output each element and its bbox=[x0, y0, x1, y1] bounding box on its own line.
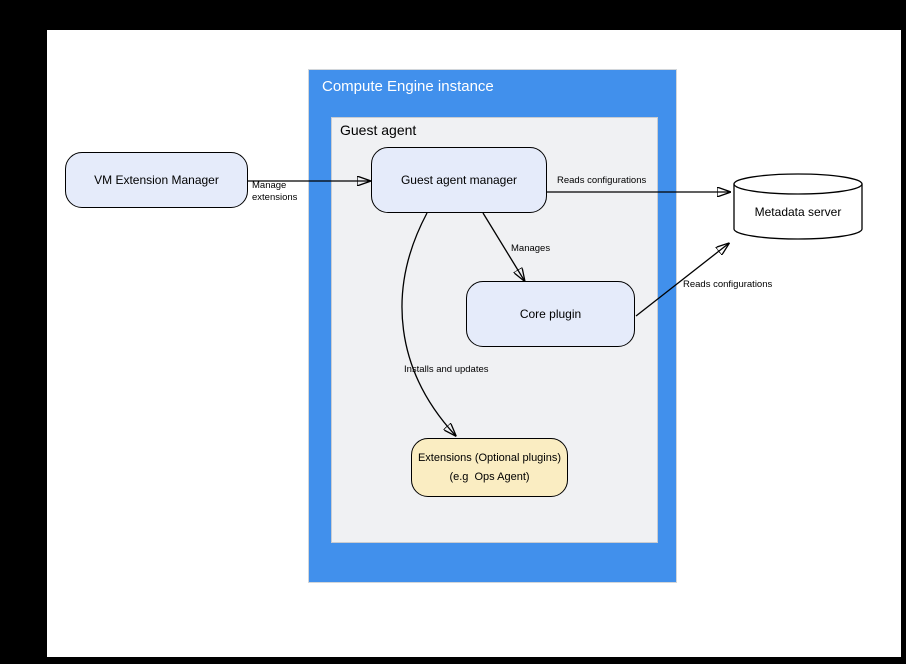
edge-label-manages: Manages bbox=[511, 243, 551, 254]
node-metadata-server: Metadata server bbox=[733, 173, 863, 240]
compute-engine-instance-label: Compute Engine instance bbox=[322, 78, 494, 95]
metadata-server-label: Metadata server bbox=[754, 204, 842, 219]
extensions-label: Extensions (Optional plugins) (e.g Ops A… bbox=[417, 451, 562, 483]
edge-label-installs-and-updates: Installs and updates bbox=[404, 364, 489, 375]
guest-agent-label: Guest agent bbox=[340, 122, 417, 138]
database-cylinder-icon bbox=[733, 173, 863, 240]
node-vm-extension-manager: VM Extension Manager bbox=[65, 152, 248, 208]
diagram-canvas: Compute Engine instance Guest agent VM E… bbox=[47, 30, 901, 657]
guest-agent-manager-label: Guest agent manager bbox=[400, 173, 518, 187]
edge-label-reads-configurations-right: Reads configurations bbox=[683, 279, 773, 290]
node-guest-agent-manager: Guest agent manager bbox=[371, 147, 547, 213]
edge-label-reads-configurations-top: Reads configurations bbox=[557, 175, 647, 186]
node-extensions-optional-plugins: Extensions (Optional plugins) (e.g Ops A… bbox=[411, 438, 568, 497]
core-plugin-label: Core plugin bbox=[519, 307, 582, 321]
node-core-plugin: Core plugin bbox=[466, 281, 635, 347]
edge-label-manage-extensions: Manage extensions bbox=[252, 180, 298, 203]
vm-extension-manager-label: VM Extension Manager bbox=[94, 173, 219, 187]
